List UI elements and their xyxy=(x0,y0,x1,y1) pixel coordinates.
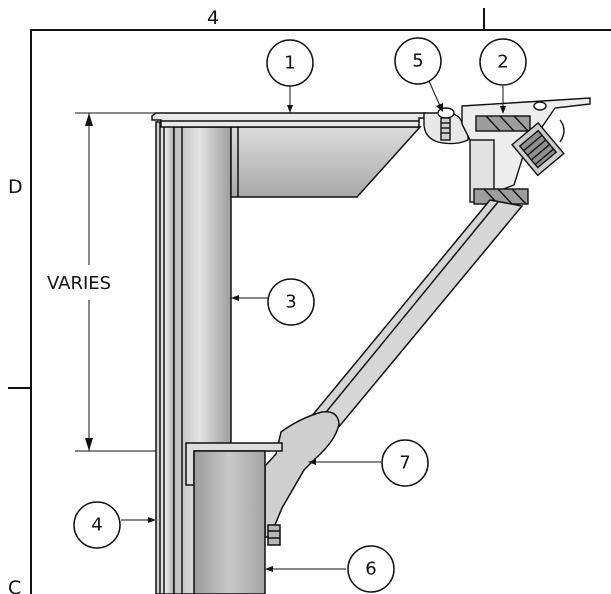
part-head-gusset xyxy=(230,126,422,198)
balloon-4: 4 xyxy=(73,501,121,549)
balloon-1-number: 1 xyxy=(284,53,295,74)
balloon-6-number: 6 xyxy=(365,559,376,580)
part-clip-fastener xyxy=(423,107,469,145)
border-frame xyxy=(8,8,611,594)
part-top-plate xyxy=(151,112,426,128)
dimension-varies xyxy=(75,112,186,452)
part-vertical-plate xyxy=(155,121,175,594)
balloon-1: 1 xyxy=(266,39,314,87)
balloon-4-number: 4 xyxy=(91,515,102,536)
part-bracket xyxy=(185,411,340,546)
balloon-2-number: 2 xyxy=(497,52,508,73)
zone-label-column: 4 xyxy=(207,7,219,29)
leader-lines xyxy=(121,80,506,572)
balloon-5-number: 5 xyxy=(412,51,423,72)
zone-label-row-d: D xyxy=(8,176,23,198)
part-block xyxy=(193,450,266,594)
balloon-7-number: 7 xyxy=(399,453,410,474)
balloon-2: 2 xyxy=(479,38,527,86)
balloon-3: 3 xyxy=(267,278,315,326)
part-edge-extrusion xyxy=(461,97,591,205)
zone-label-row-c: C xyxy=(8,577,21,594)
balloon-3-number: 3 xyxy=(285,292,296,313)
leader-5 xyxy=(428,80,441,107)
balloon-6: 6 xyxy=(347,545,395,593)
balloon-5: 5 xyxy=(394,37,442,85)
dimension-label: VARIES xyxy=(47,273,111,294)
balloon-7: 7 xyxy=(381,439,429,487)
